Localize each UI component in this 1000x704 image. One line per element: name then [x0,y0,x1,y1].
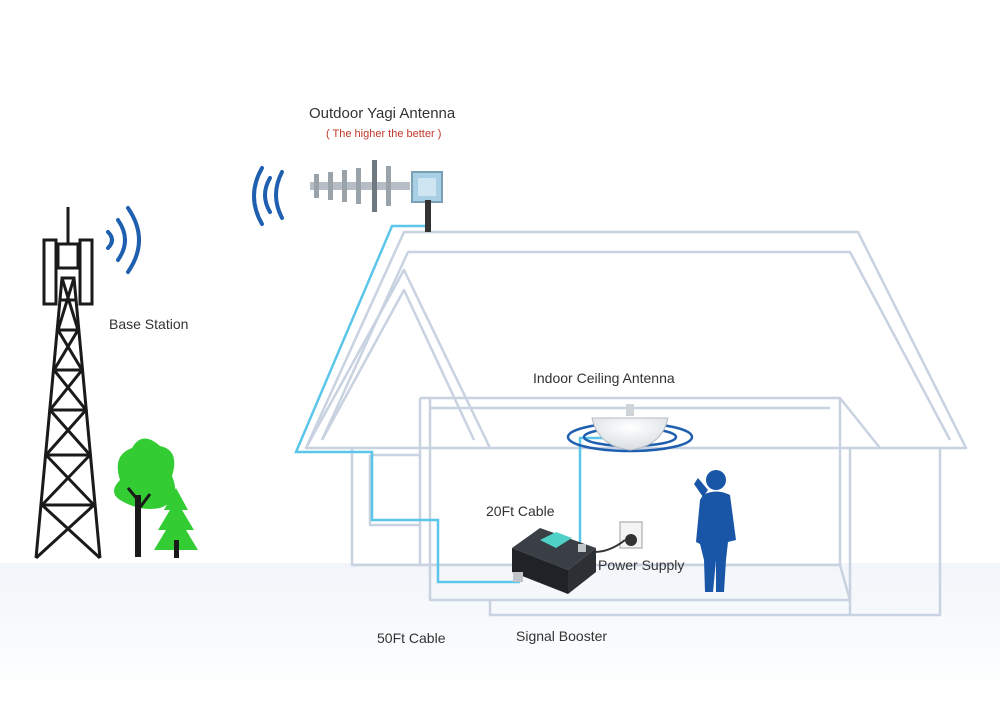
ground [0,563,1000,704]
tree-icon [114,438,176,557]
signal-booster-label: Signal Booster [516,628,608,644]
base-station-tower-icon [34,207,102,560]
indoor-antenna-label: Indoor Ceiling Antenna [533,370,675,386]
person-on-phone-icon [694,470,736,592]
cable-50ft-label: 50Ft Cable [377,630,446,646]
yagi-antenna-icon [310,160,443,232]
tower-signal-waves-icon [106,206,141,274]
power-supply-label: Power Supply [598,557,685,573]
outdoor-antenna-note: ( The higher the better ) [326,128,442,140]
base-station-label: Base Station [109,316,189,332]
cable-20ft-label: 20Ft Cable [486,503,555,519]
antenna-signal-waves-icon [252,166,284,226]
cables [294,224,628,584]
ceiling-antenna-icon [566,404,694,453]
power-supply-icon [593,521,643,553]
outdoor-antenna-label: Outdoor Yagi Antenna [309,105,456,122]
pine-tree-icon [154,488,198,558]
signal-booster-icon [512,528,596,594]
